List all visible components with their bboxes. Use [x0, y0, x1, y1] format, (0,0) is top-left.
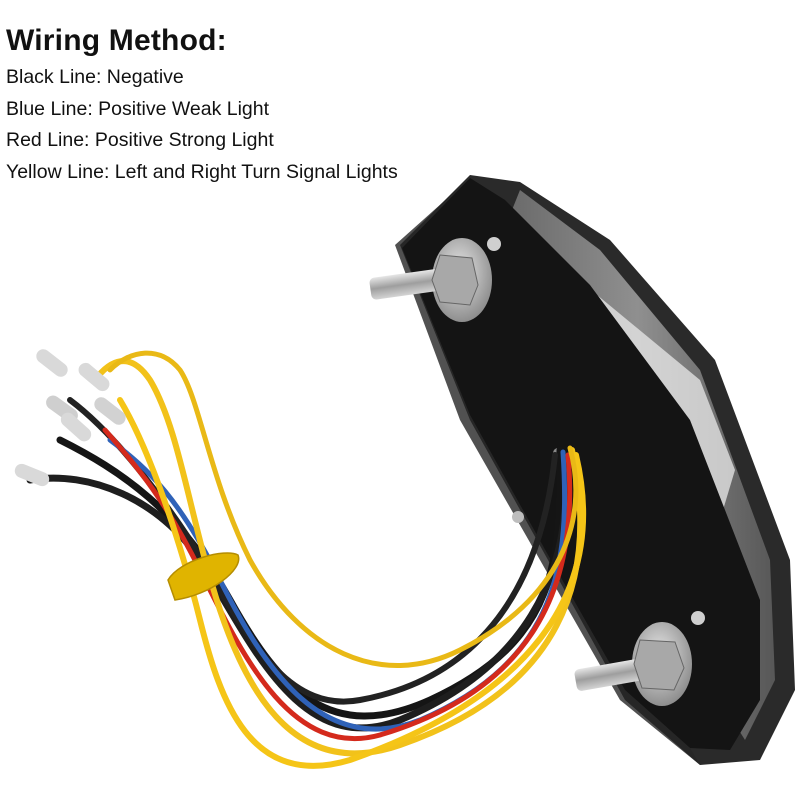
yellow-line-label: Yellow Line: Left and Right Turn Signal … [6, 160, 398, 183]
wire-bundle [26, 350, 587, 769]
blue-line-label: Blue Line: Positive Weak Light [6, 97, 270, 120]
top-screw [487, 237, 501, 251]
cable-tie [167, 552, 240, 601]
yellow-wire [92, 358, 584, 757]
red-line-label: Red Line: Positive Strong Light [6, 129, 274, 151]
connector [36, 349, 68, 377]
wiring-method-heading: Wiring Method: [6, 24, 227, 57]
bottom-screw [691, 611, 705, 625]
top-mounting-bolt [369, 237, 501, 322]
black-line-label: Black Line: Negative [6, 66, 184, 88]
black-wire [56, 436, 564, 720]
wiring-text-block: Wiring Method: Black Line: Negative Blue… [6, 22, 398, 188]
bullet-connectors [14, 349, 126, 487]
plate-screw [512, 511, 524, 523]
bottom-mounting-bolt [574, 611, 705, 706]
